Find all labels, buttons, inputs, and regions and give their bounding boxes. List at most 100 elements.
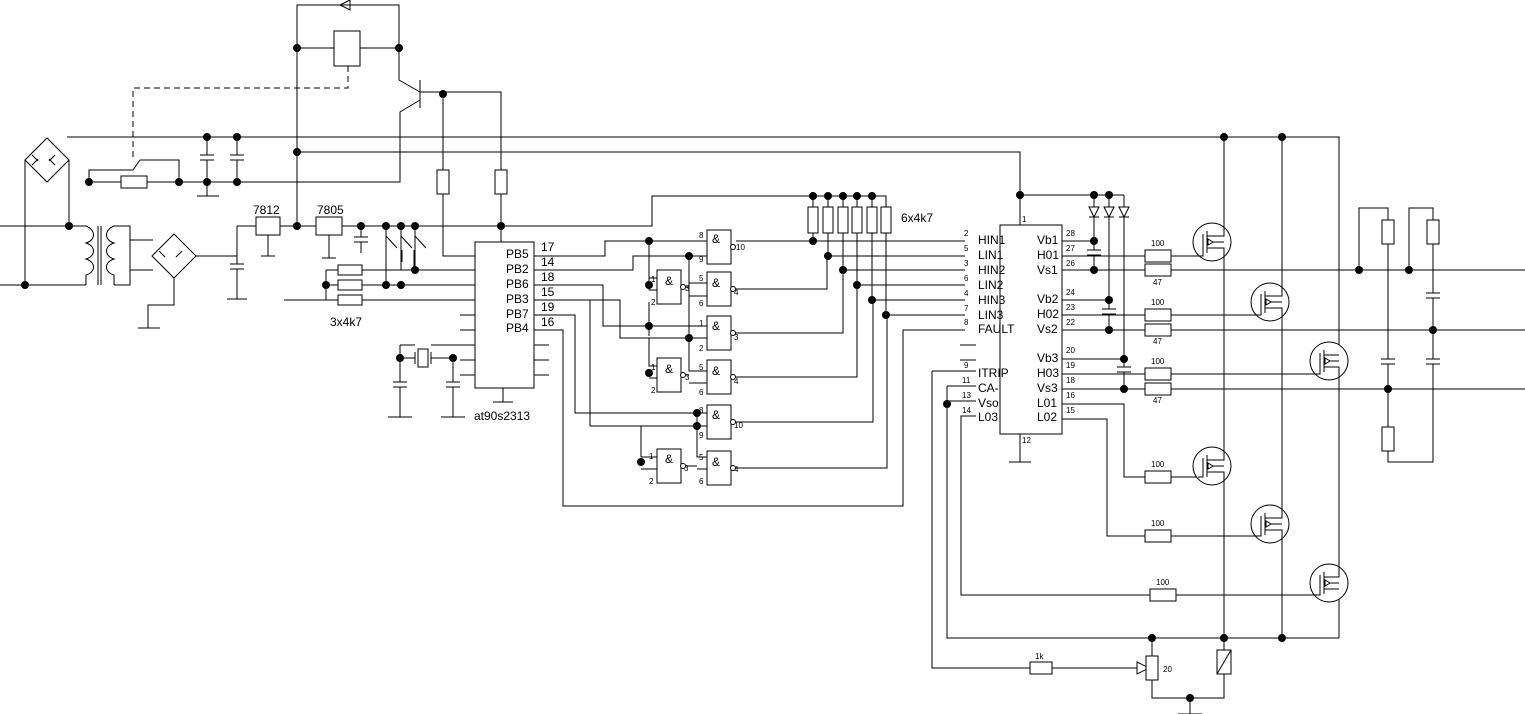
gate-resistor-h01 [1144, 249, 1172, 263]
driver-ic: 1 12 HIN1 LIN1 HIN2 LIN2 HIN3 LIN3 FAULT… [931, 194, 1525, 669]
driver-pin-2: 2 [964, 229, 969, 238]
regulator-7805 [315, 216, 343, 236]
driver-pin-11: 11 [962, 376, 971, 385]
source-resistor-vs2 [1144, 323, 1172, 337]
g5-pin-in1: 1 [651, 363, 656, 372]
driver-vb2: Vb2 [1037, 292, 1059, 306]
mosfet-q6 [1309, 389, 1349, 603]
driver-body [999, 224, 1063, 435]
resistor-array-3-3 [337, 294, 363, 306]
pullup-array-3 [837, 206, 849, 234]
driver-h01: H01 [1037, 248, 1059, 262]
power-stage: 1k 20 [1029, 137, 1440, 714]
g2-pin-in2: 2 [651, 298, 656, 307]
driver-pin-23: 23 [1066, 303, 1075, 312]
driver-pin-18: 18 [1066, 376, 1075, 385]
nand-gate-5 [656, 357, 682, 393]
mosfet-q2 [1250, 137, 1290, 330]
g2-pin-out: 3 [685, 284, 690, 293]
driver-lin2: LIN2 [978, 278, 1004, 292]
g5-pin-out: 3 [685, 373, 690, 382]
g6-pin-in1: 5 [699, 363, 704, 372]
resistor-array-3-2 [337, 279, 363, 291]
g8-pin-in1: 1 [649, 452, 654, 461]
pullup-resistor-1 [436, 169, 450, 195]
nand-8-symbol: & [665, 452, 673, 466]
junction-dots [21, 44, 1437, 702]
pin-num-15: 15 [541, 285, 555, 299]
pullup-array-1 [807, 206, 819, 234]
driver-vso: Vso [978, 396, 999, 410]
driver-pin-5: 5 [964, 244, 969, 253]
r-l02-label: 100 [1151, 519, 1165, 528]
pin-pb3: PB3 [506, 292, 529, 306]
driver-pin-26: 26 [1066, 259, 1075, 268]
trim-pot-label: 20 [1163, 665, 1172, 674]
driver-pin-19: 19 [1066, 361, 1075, 370]
g1-pin-in2: 9 [699, 255, 704, 264]
driver-l02: L02 [1037, 410, 1057, 424]
itrip-resistor-label: 1k [1035, 652, 1044, 661]
filter-resistor-1 [1381, 219, 1395, 245]
pullup-array-6 [880, 206, 892, 234]
driver-pin-24: 24 [1066, 288, 1075, 297]
g6-pin-out: 4 [734, 377, 739, 386]
driver-l01: L01 [1037, 396, 1057, 410]
transformer-primary [84, 225, 94, 285]
r-h03-label: 100 [1151, 357, 1165, 366]
mosfet-q1 [1192, 137, 1232, 270]
g9-pin-out: 4 [734, 465, 739, 474]
mcu-label: at90s2313 [474, 409, 530, 423]
g7-pin-out: 10 [734, 421, 743, 430]
driver-pin-14: 14 [962, 406, 971, 415]
pullup-array-5 [866, 206, 878, 234]
driver-lin1: LIN1 [978, 248, 1004, 262]
pin-num-16: 16 [541, 315, 555, 329]
pin-num-14: 14 [541, 255, 555, 269]
pin-pb7: PB7 [506, 307, 529, 321]
driver-hin3: HIN3 [978, 293, 1006, 307]
g9-pin-in1: 5 [699, 453, 704, 462]
itrip-resistor [1029, 661, 1053, 675]
g3-pin-in2: 6 [699, 299, 704, 308]
gate-resistor-h02 [1144, 308, 1172, 322]
nand-gate-2 [656, 269, 682, 305]
driver-pin-27: 27 [1066, 244, 1075, 253]
r-h02-label: 100 [1151, 298, 1165, 307]
g1-pin-in1: 8 [699, 231, 704, 240]
driver-vs3: Vs3 [1037, 381, 1058, 395]
pin-num-19: 19 [541, 300, 555, 314]
g8-pin-in2: 2 [649, 477, 654, 486]
g7-pin-in1: 8 [699, 406, 704, 415]
driver-itrip: ITRIP [978, 366, 1009, 380]
driver-vs1: Vs1 [1037, 263, 1058, 277]
source-resistor-vs3 [1144, 382, 1172, 396]
driver-hin2: HIN2 [978, 263, 1006, 277]
driver-vb3: Vb3 [1037, 351, 1059, 365]
pin-pb5: PB5 [506, 247, 529, 261]
logic-gates: & & & & & & & & & 8 9 10 1 2 3 5 6 4 1 2… [505, 195, 965, 507]
r-l01-label: 100 [1151, 460, 1165, 469]
driver-lin3: LIN3 [978, 308, 1004, 322]
r-vs1-label: 47 [1153, 278, 1162, 287]
bootstrap-diode-3 [1118, 206, 1130, 219]
driver-h02: H02 [1037, 307, 1059, 321]
driver-pin-8: 8 [964, 318, 969, 327]
bootstrap-diode-2 [1103, 206, 1115, 219]
driver-pin-15: 15 [1066, 406, 1075, 415]
g8-pin-out: 3 [684, 464, 689, 473]
driver-pin-9: 9 [964, 361, 969, 370]
g4-pin-out: 3 [734, 333, 739, 342]
resistor-array-3-label: 3x4k7 [330, 315, 362, 329]
driver-pin-3: 3 [964, 259, 969, 268]
g4-pin-in2: 2 [699, 344, 704, 353]
driver-vs2: Vs2 [1037, 322, 1058, 336]
pullup-resistor-2 [494, 169, 508, 195]
g2-pin-in1: 1 [651, 275, 656, 284]
gate-resistor-l02 [1144, 529, 1172, 543]
nand-7-symbol: & [712, 408, 720, 422]
g9-pin-in2: 6 [699, 477, 704, 486]
bridge-rectifier-2 [151, 233, 197, 279]
driver-pin-16: 16 [1066, 391, 1075, 400]
